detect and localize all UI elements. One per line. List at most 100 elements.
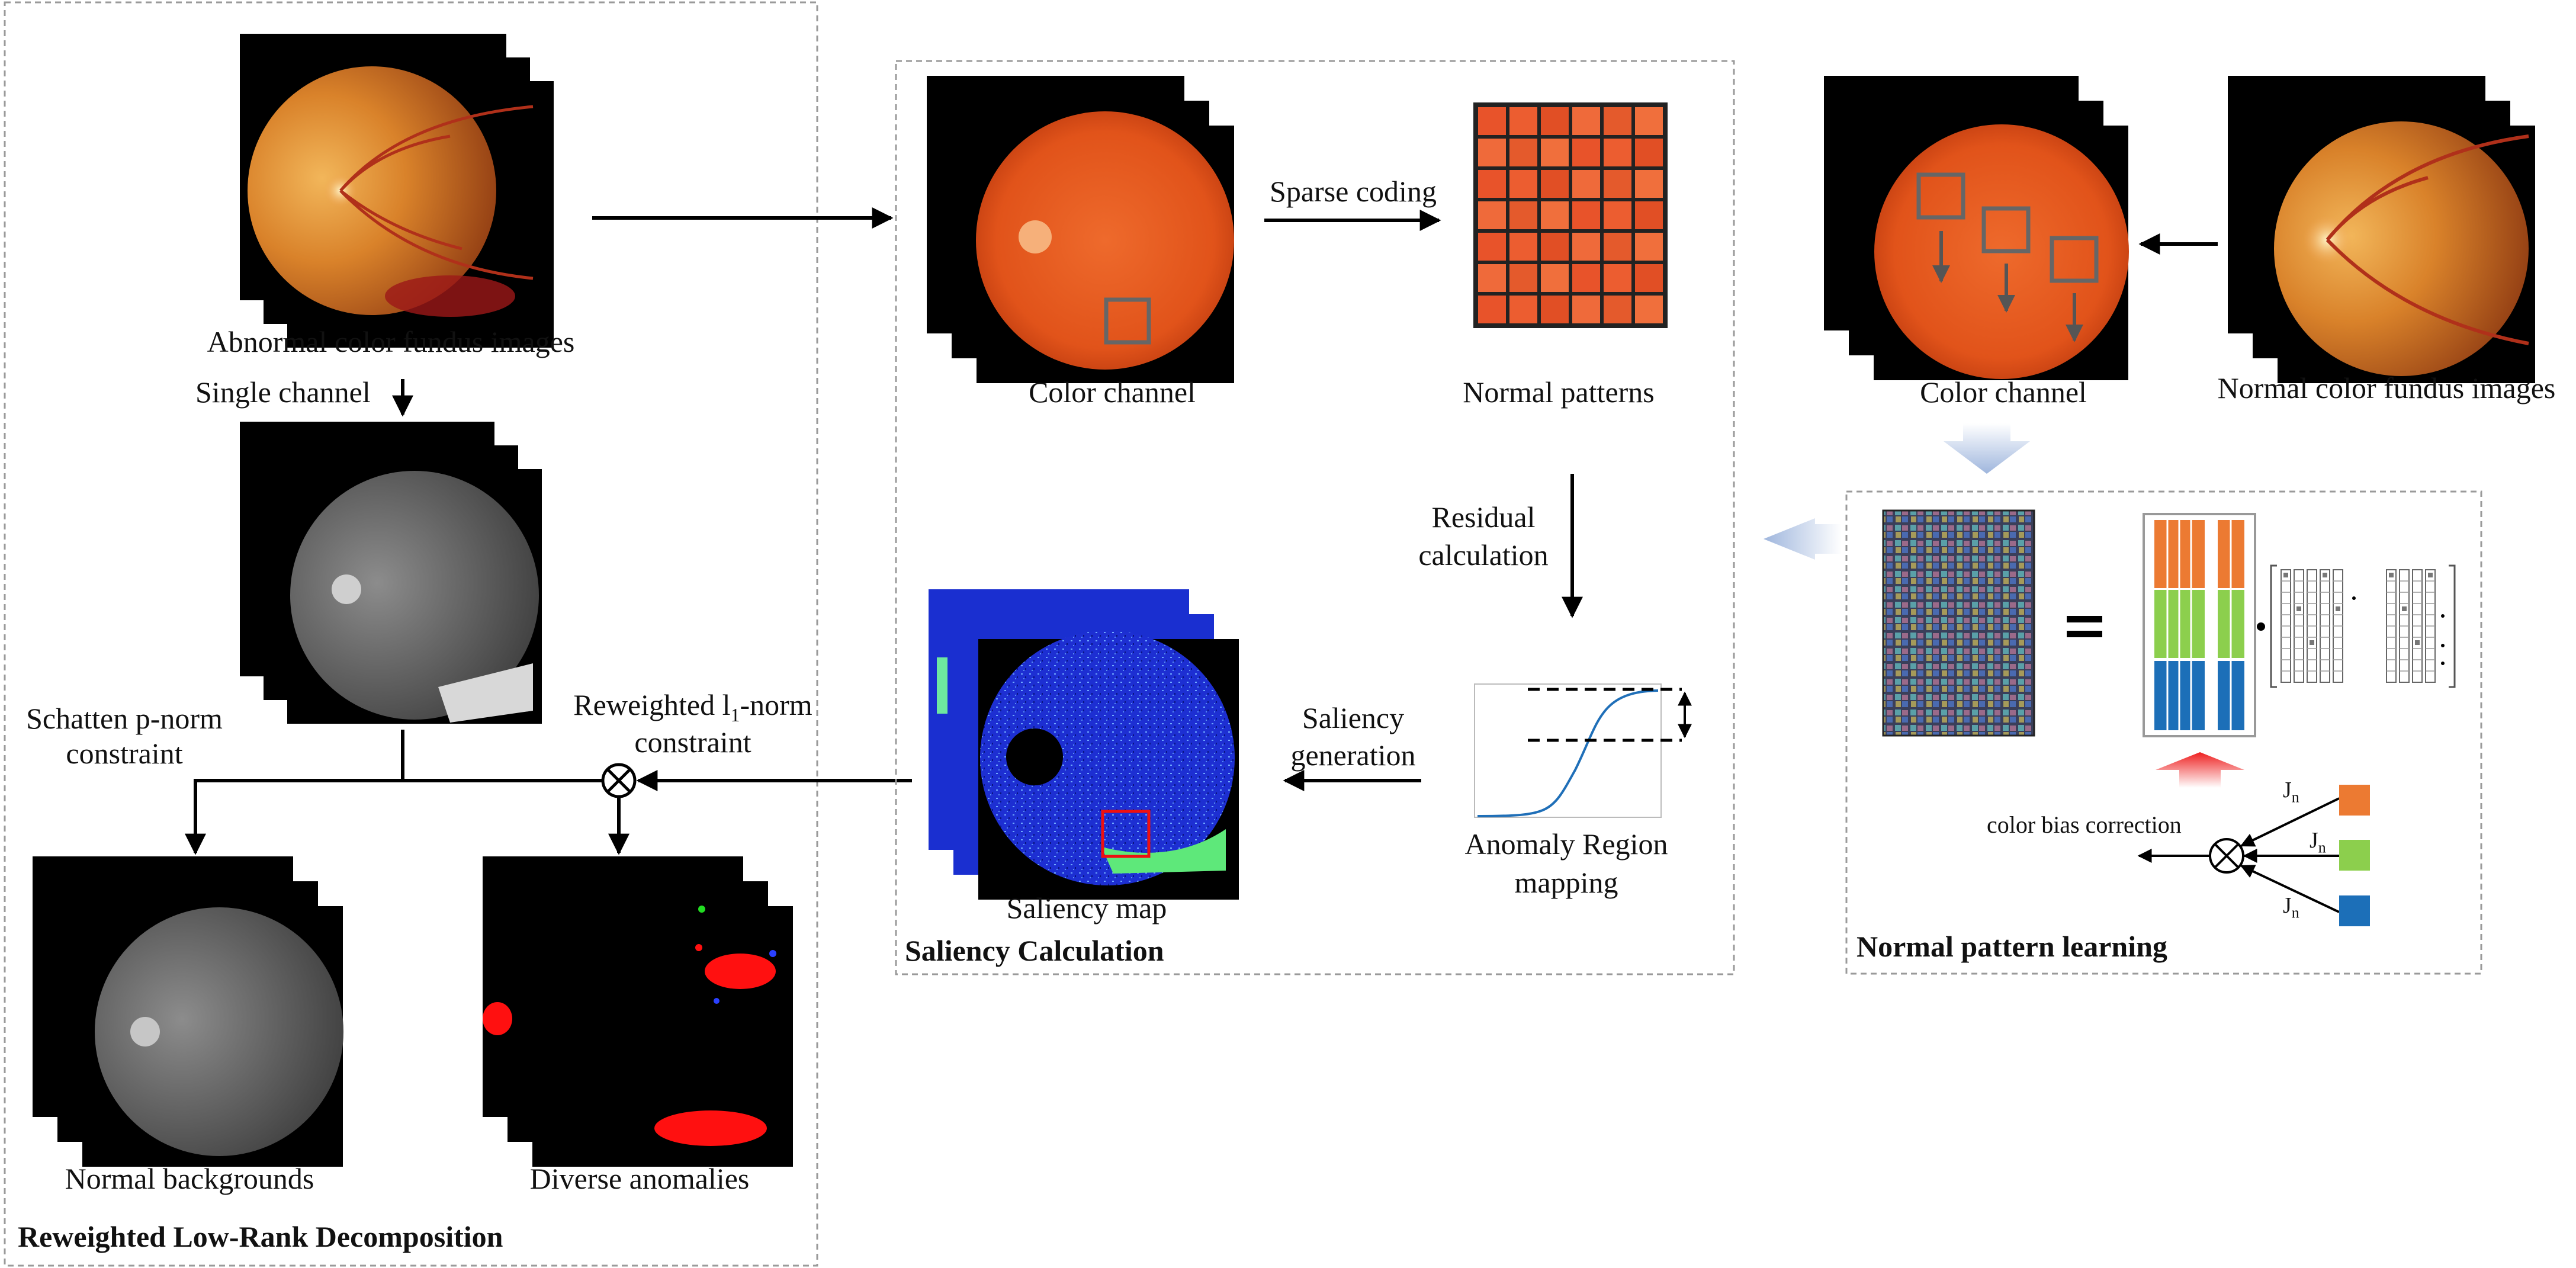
pattern-cell [1572, 264, 1600, 292]
up-arrow-icon [2156, 752, 2244, 788]
normal-backgrounds-stack [33, 856, 343, 1167]
label-jn-2-j: J [2310, 828, 2318, 853]
pattern-cell [1604, 233, 1631, 261]
equals-sign [2067, 616, 2102, 637]
pattern-cell [1604, 264, 1631, 292]
coefficient-matrix [2270, 564, 2456, 688]
abnormal-fundus-stack [240, 34, 554, 348]
pattern-cell [1635, 264, 1663, 292]
arrow-jn-blue [2240, 865, 2340, 913]
sigmoid-plot [1474, 683, 1692, 818]
pattern-cell [1572, 233, 1600, 261]
dot-operator [2257, 622, 2265, 631]
panel-title-normal-learning: Normal pattern learning [1856, 930, 2167, 963]
pattern-cell [1604, 201, 1631, 229]
coefficient-nonzero [2323, 573, 2327, 577]
color-swatch-green [2339, 840, 2370, 871]
coefficient-nonzero [2389, 573, 2394, 577]
label-saliency-gen-2: generation [1290, 739, 1416, 772]
pattern-cell [1541, 296, 1569, 323]
color-channel-stack-right [1824, 76, 2129, 380]
pattern-cell [1509, 170, 1537, 198]
pattern-cell [1478, 139, 1506, 166]
panel-saliency-border [895, 60, 1735, 975]
pattern-cell [1572, 201, 1600, 229]
pattern-cell [1478, 201, 1506, 229]
coefficient-nonzero [2415, 640, 2420, 645]
label-jn-2: Jn [2310, 829, 2326, 856]
label-single-channel: Single channel [195, 375, 371, 409]
branch-line [401, 730, 604, 782]
pattern-cell [1541, 264, 1569, 292]
label-normal-backgrounds: Normal backgrounds [65, 1162, 314, 1195]
label-sparse-coding: Sparse coding [1270, 175, 1437, 208]
pattern-cell [1604, 296, 1631, 323]
label-abnormal-images: Abnormal color fundus images [207, 325, 575, 358]
ellipsis-dot [2441, 662, 2445, 665]
pattern-cell [1604, 139, 1631, 166]
coefficient-nonzero [2296, 606, 2301, 611]
label-jn-3-sub: n [2291, 904, 2299, 922]
label-anomaly-1: Anomaly Region [1464, 827, 1668, 861]
label-reweighted-l1-suffix: -norm [740, 688, 812, 721]
grayscale-fundus-stack [240, 422, 542, 724]
diverse-anomalies-stack [483, 856, 793, 1167]
coefficient-nonzero [2428, 573, 2433, 577]
ellipsis-dot [2352, 596, 2356, 600]
label-reweighted-l1-constraint: constraint [634, 726, 751, 759]
pattern-cell [1541, 201, 1569, 229]
color-swatch-orange [2339, 785, 2370, 816]
pattern-cell [1509, 139, 1537, 166]
otimes-icon-bias [2209, 838, 2244, 874]
pattern-cell [1635, 139, 1663, 166]
label-jn-3: Jn [2283, 894, 2299, 921]
pattern-cell [1572, 170, 1600, 198]
panel-normal-learning-border [1845, 490, 2482, 975]
pattern-cell [1572, 296, 1600, 323]
pattern-cell [1541, 107, 1569, 135]
pattern-cell [1635, 296, 1663, 323]
label-normal-patterns: Normal patterns [1463, 375, 1655, 409]
arrow-to-backgrounds [185, 779, 403, 855]
color-channel-stack-mid [927, 76, 1234, 383]
label-residual-1: Residual [1431, 500, 1536, 534]
patch-mosaic [1882, 509, 2035, 737]
normal-fundus-stack [2228, 76, 2535, 383]
label-color-channel-right: Color channel [1920, 375, 2087, 409]
saliency-map-stack [929, 589, 1239, 900]
pattern-cell [1478, 296, 1506, 323]
label-jn-1-sub: n [2291, 788, 2299, 806]
otimes-icon [601, 763, 637, 798]
coefficient-nonzero [2310, 640, 2314, 645]
pattern-cell [1604, 170, 1631, 198]
panel-title-rlrd: Reweighted Low-Rank Decomposition [18, 1220, 503, 1253]
label-color-bias: color bias correction [1987, 811, 2182, 838]
label-reweighted-l1-text: Reweighted l [573, 688, 731, 721]
pattern-cell [1541, 170, 1569, 198]
label-normal-images: Normal color fundus images [2217, 371, 2556, 405]
label-jn-2-sub: n [2318, 839, 2326, 856]
normal-patterns-grid [1473, 102, 1668, 328]
pattern-cell [1541, 233, 1569, 261]
pattern-cell [1635, 170, 1663, 198]
pattern-cell [1635, 233, 1663, 261]
label-residual-2: calculation [1418, 538, 1549, 572]
label-color-channel-mid: Color channel [1029, 375, 1196, 409]
arrow-jn-orange [2240, 797, 2340, 847]
label-schatten-2: constraint [66, 737, 183, 770]
ellipsis-dot [2441, 644, 2445, 647]
pattern-cell [1604, 107, 1631, 135]
pattern-cell [1478, 107, 1506, 135]
ellipsis-dot [2441, 614, 2445, 618]
down-arrow-icon [1944, 423, 2030, 474]
coefficient-nonzero [2283, 573, 2288, 577]
label-anomaly-2: mapping [1514, 866, 1618, 899]
pattern-cell [1541, 139, 1569, 166]
pattern-cell [1509, 233, 1537, 261]
pattern-cell [1509, 264, 1537, 292]
panel-title-saliency: Saliency Calculation [905, 934, 1164, 967]
pattern-cell [1635, 107, 1663, 135]
label-diverse-anomalies: Diverse anomalies [529, 1162, 750, 1195]
left-arrow-icon [1764, 518, 1842, 560]
